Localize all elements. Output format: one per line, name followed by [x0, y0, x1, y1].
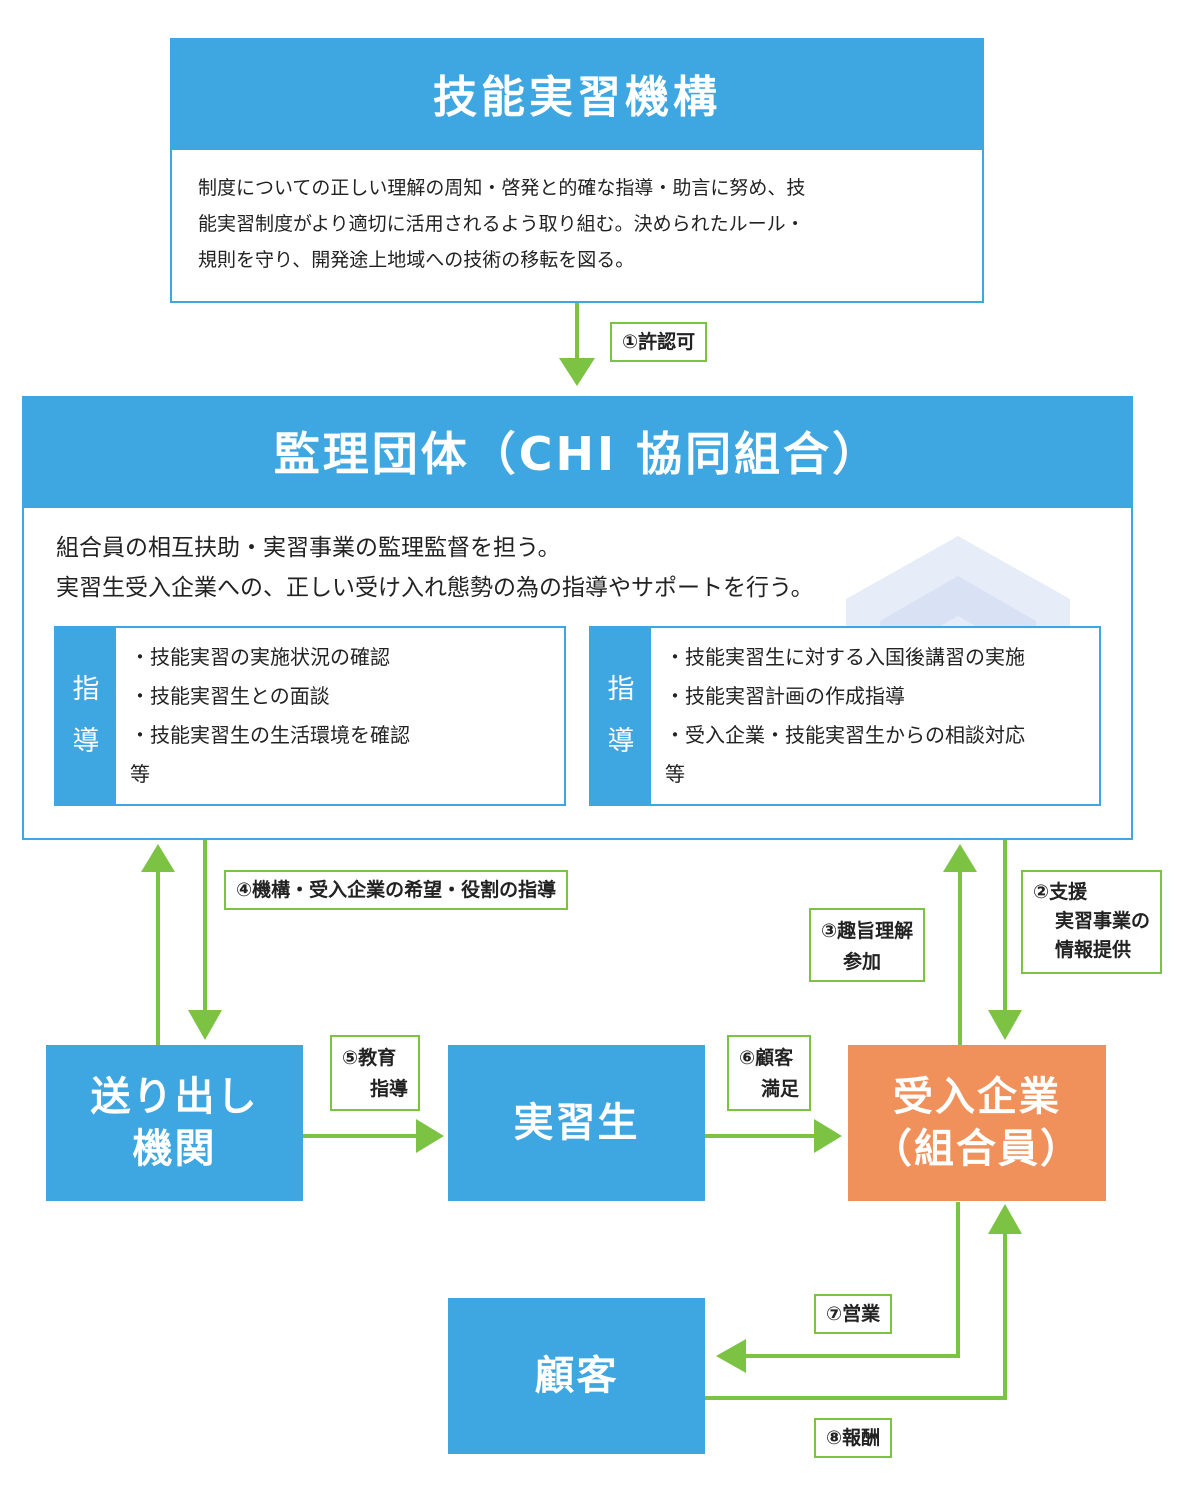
host-company-node: 受入企業 （組合員） [848, 1045, 1106, 1201]
supervisory-description-line: 実習生受入企業への、正しい受け入れ態勢の為の指導やサポートを行う。 [56, 575, 814, 601]
arrowhead-guidance-down [188, 1010, 222, 1040]
organization-description-line: 制度についての正しい理解の周知・啓発と的確な指導・助言に努め、技 [198, 177, 806, 199]
organization-header: 技能実習機構 [170, 38, 984, 148]
arrowhead-participation [943, 844, 977, 872]
arrowhead-support [988, 1010, 1022, 1040]
organization-title: 技能実習機構 [433, 72, 721, 123]
arrow-reward [705, 1232, 1007, 1400]
guidance-item: ・技能実習生に対する入国後講習の実施 [665, 645, 1025, 669]
customer-node: 顧客 [448, 1298, 705, 1454]
guidance-tab: 指 導 [591, 628, 651, 804]
arrowhead-license [559, 358, 595, 386]
guidance-tab: 指 導 [56, 628, 116, 804]
label-participation: ③趣旨理解 参加 [809, 908, 926, 982]
guidance-box-left: 指 導 ・技能実習の実施状況の確認 ・技能実習生との面談 ・技能実習生の生活環境… [54, 626, 566, 806]
label-reward: ⑧報酬 [814, 1418, 893, 1458]
organization-description-line: 規則を守り、開発途上地域への技術の移転を図る。 [198, 249, 635, 271]
guidance-item: ・技能実習生との面談 [130, 684, 330, 708]
guidance-item: ・受入企業・技能実習生からの相談対応 [665, 723, 1025, 747]
label-satisfaction: ⑥顧客 満足 [727, 1035, 812, 1111]
guidance-list: ・技能実習の実施状況の確認 ・技能実習生との面談 ・技能実習生の生活環境を確認 … [116, 628, 410, 804]
arrowhead-sending-up [141, 844, 175, 872]
supervisory-description-line: 組合員の相互扶助・実習事業の監理監督を担う。 [56, 535, 561, 561]
guidance-item: ・技能実習生の生活環境を確認 [130, 723, 410, 747]
arrowhead-satisfaction [814, 1119, 842, 1153]
guidance-suffix: 等 [665, 762, 685, 786]
guidance-item: ・技能実習の実施状況の確認 [130, 645, 390, 669]
arrowhead-sales [716, 1339, 746, 1373]
supervisory-header: 監理団体（CHI 協同組合） [22, 396, 1133, 506]
guidance-suffix: 等 [130, 762, 150, 786]
label-guidance: ④機構・受入企業の希望・役割の指導 [224, 870, 569, 910]
organization-description-box: 制度についての正しい理解の周知・啓発と的確な指導・助言に努め、技 能実習制度がよ… [170, 148, 984, 303]
supervisory-title: 監理団体（CHI 協同組合） [273, 427, 882, 481]
trainee-node: 実習生 [448, 1045, 705, 1201]
guidance-list: ・技能実習生に対する入国後講習の実施 ・技能実習計画の作成指導 ・受入企業・技能… [651, 628, 1025, 804]
label-sales: ⑦営業 [814, 1294, 893, 1334]
sending-organization-node: 送り出し 機関 [46, 1045, 303, 1201]
label-license: ①許認可 [610, 322, 708, 362]
arrowhead-reward [988, 1204, 1022, 1234]
label-support: ②支援 実習事業の 情報提供 [1021, 870, 1163, 974]
label-education: ⑤教育 指導 [330, 1035, 421, 1111]
guidance-item: ・技能実習計画の作成指導 [665, 684, 905, 708]
guidance-box-right: 指 導 ・技能実習生に対する入国後講習の実施 ・技能実習計画の作成指導 ・受入企… [589, 626, 1101, 806]
supervisory-body: 組合員の相互扶助・実習事業の監理監督を担う。 実習生受入企業への、正しい受け入れ… [22, 506, 1133, 840]
arrow-sales [745, 1202, 960, 1358]
organization-description-line: 能実習制度がより適切に活用されるよう取り組む。決められたルール・ [198, 213, 805, 235]
arrowhead-education [416, 1119, 444, 1153]
